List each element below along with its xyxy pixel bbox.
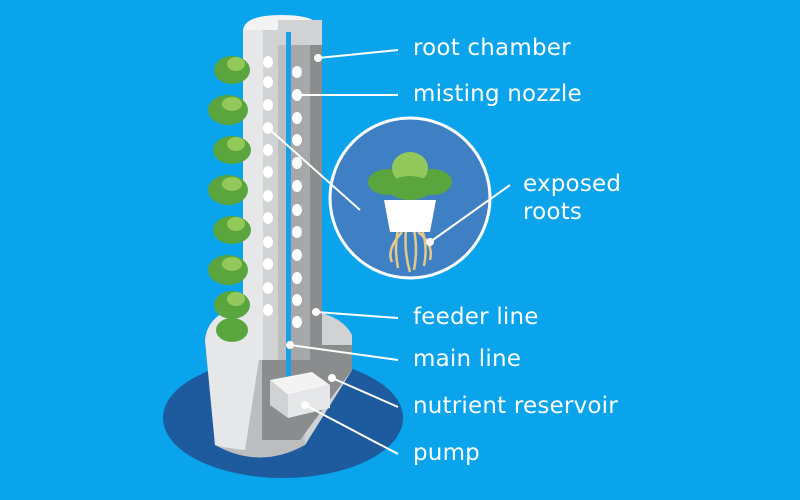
label-nutrient-reservoir: nutrient reservoir <box>413 393 618 419</box>
label-exposed-roots-line1: exposed <box>523 171 622 197</box>
tower-body <box>243 15 322 360</box>
label-exposed-roots-line2: roots <box>523 199 583 225</box>
exposed-roots-inset <box>328 116 492 280</box>
main-water-line <box>286 32 291 392</box>
leader-lines <box>264 49 511 455</box>
leader-inset <box>267 127 361 211</box>
leader-feeder-line <box>315 311 399 319</box>
leader-exposed-roots <box>429 184 511 243</box>
lettuce-plants <box>208 56 251 342</box>
label-main-line: main line <box>413 346 522 372</box>
pump-box <box>270 372 330 418</box>
leader-nutrient-reservoir <box>331 377 399 408</box>
leader-pump <box>304 404 399 455</box>
label-root-chamber: root chamber <box>413 35 571 61</box>
leader-root-chamber <box>317 49 399 59</box>
leader-main-line <box>289 344 399 361</box>
label-pump: pump <box>413 440 480 466</box>
label-feeder-line: feeder line <box>413 304 539 330</box>
inset-pot <box>384 200 436 232</box>
label-misting-nozzle: misting nozzle <box>413 81 582 107</box>
inset-leaves <box>368 152 452 200</box>
